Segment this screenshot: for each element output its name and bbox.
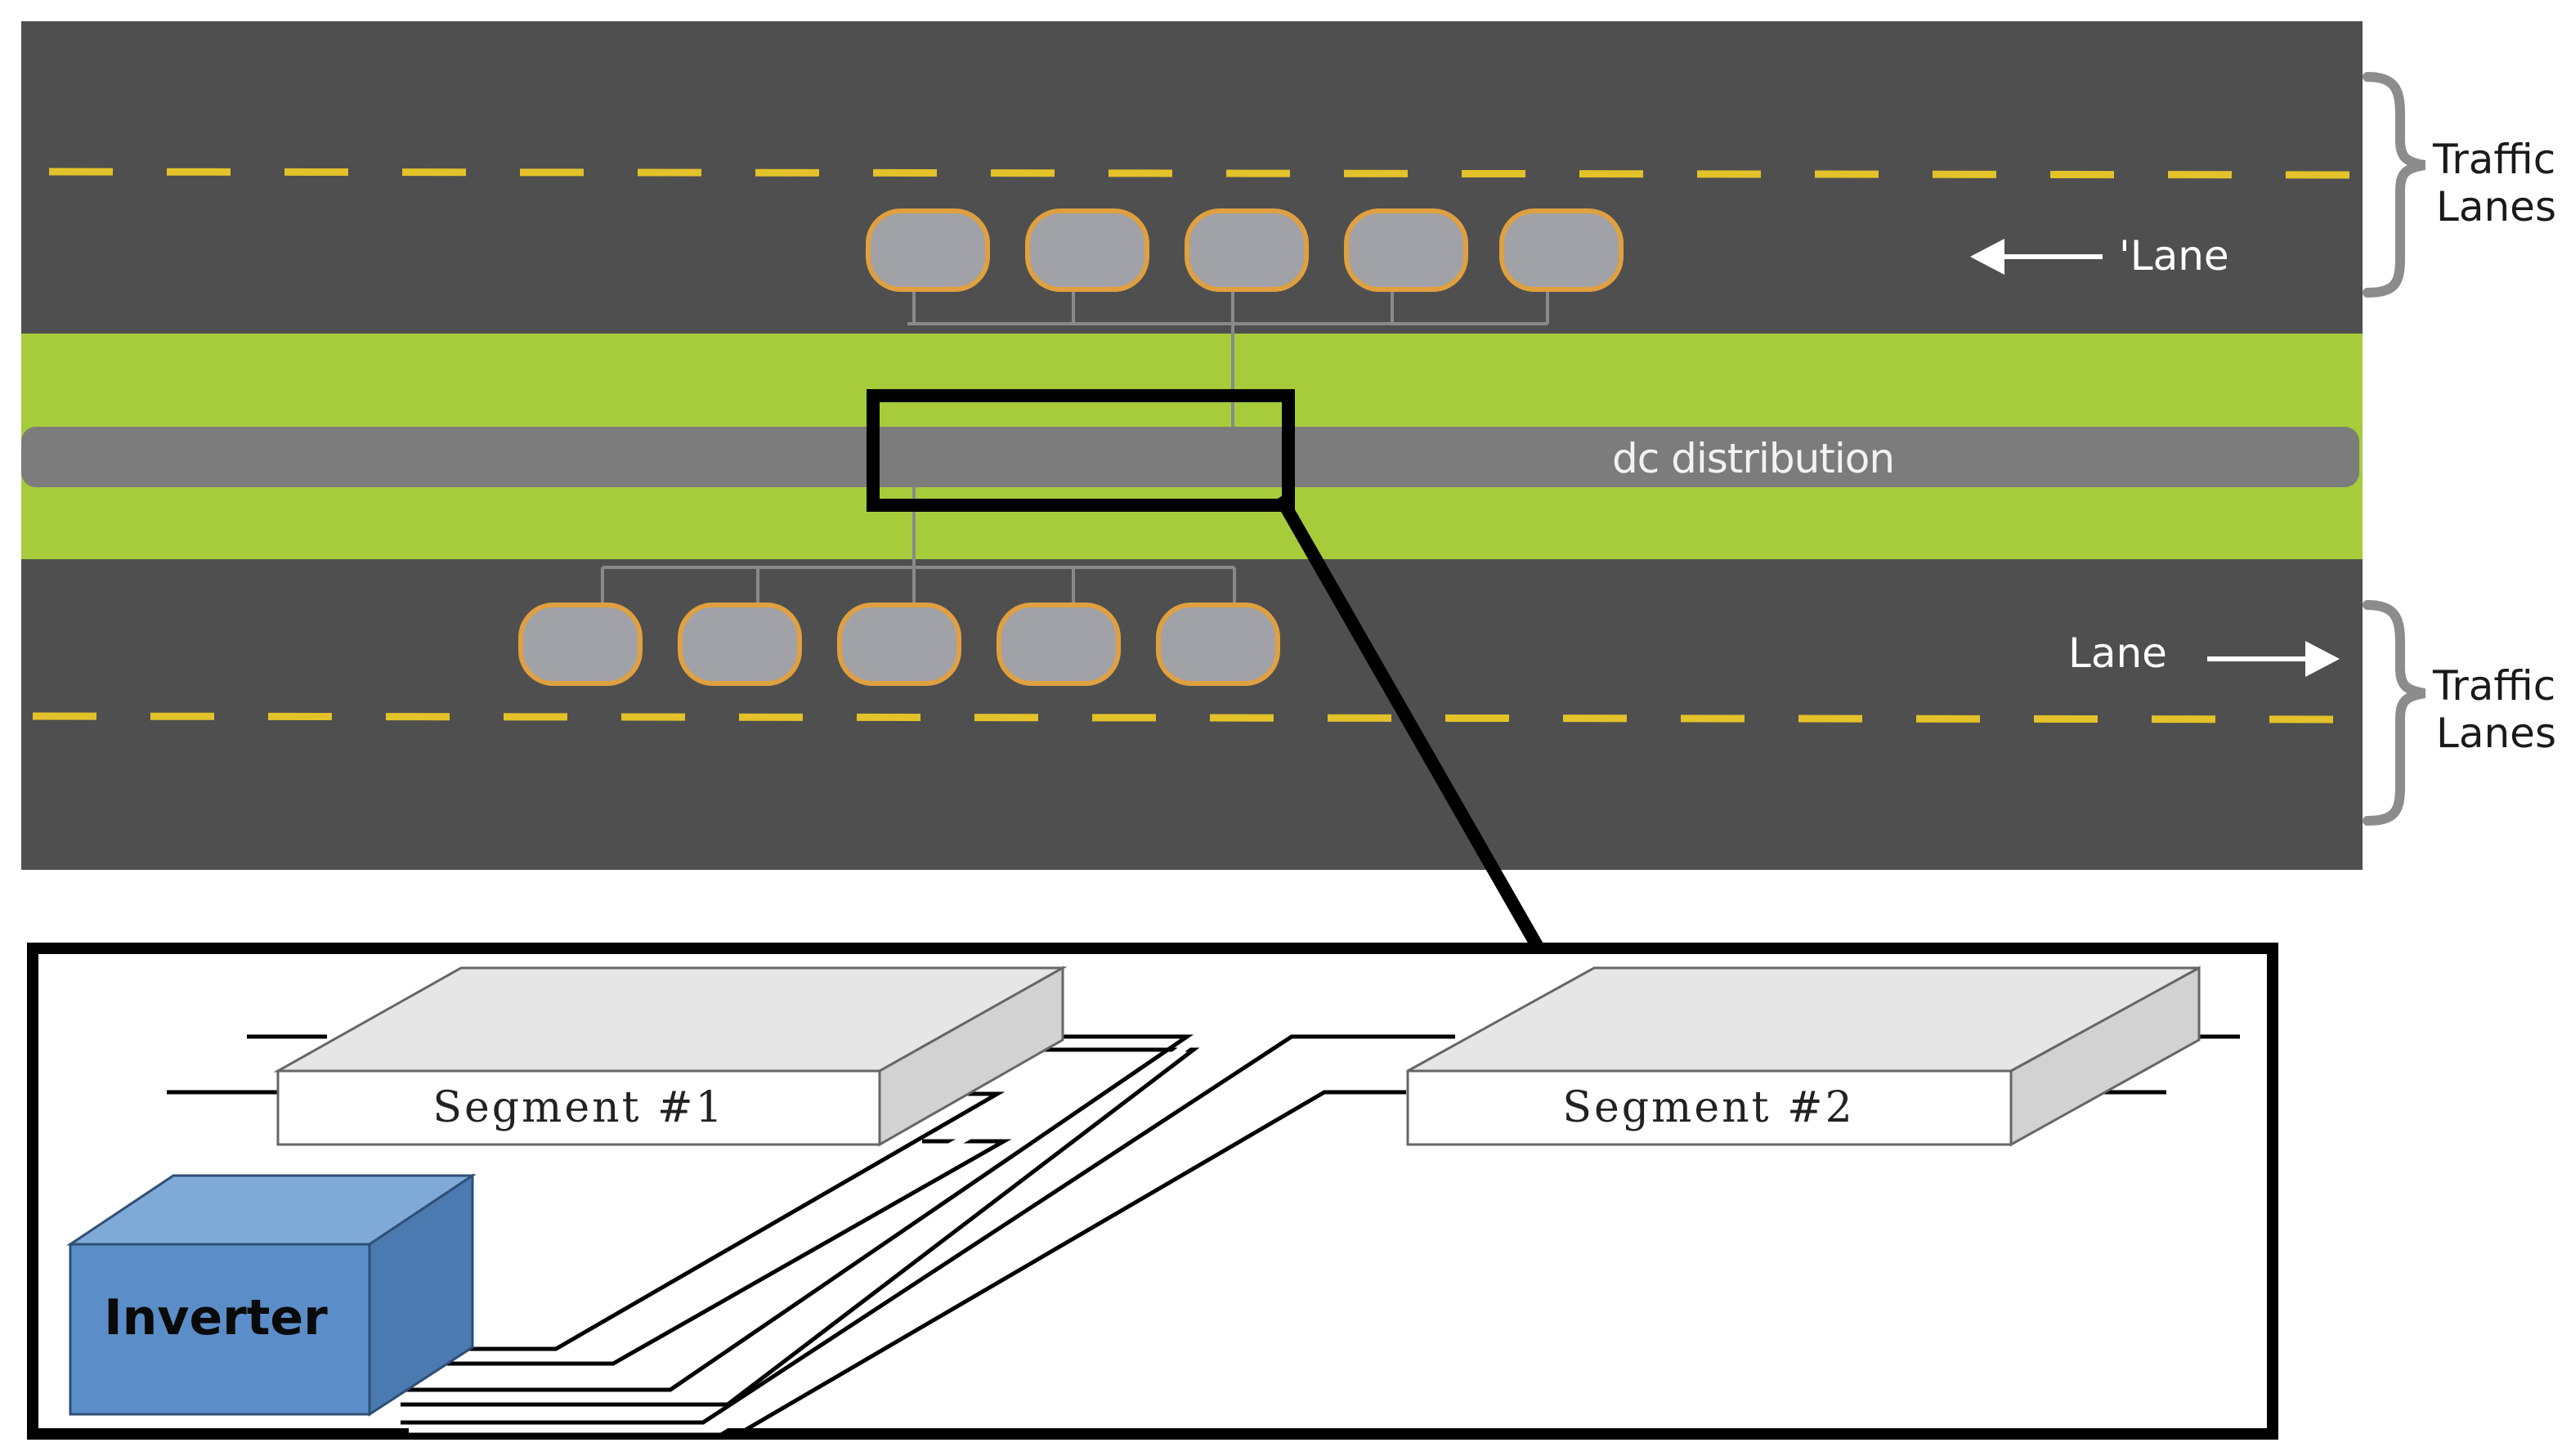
traffic-lanes-label-line2: Lanes (2436, 183, 2556, 231)
lower-traffic-brace: Traffic Lanes (2363, 600, 2556, 826)
lower-lane-label: Lane (2068, 629, 2167, 677)
traffic-lanes-label-line1: Traffic (2432, 662, 2555, 710)
lower-lane-direction: Lane (2068, 629, 2340, 677)
inverter-label: Inverter (104, 1289, 328, 1346)
segment-2-block: Segment #2 (1406, 965, 2201, 1147)
lower-lane-divider (32, 712, 2363, 724)
upper-lane-divider (48, 168, 2363, 179)
segment-1-label: Segment #1 (432, 1083, 724, 1132)
segment-1-block: Segment #1 (273, 965, 1068, 1147)
coil-pad (866, 208, 990, 292)
dc-distribution-label: dc distribution (1612, 435, 1894, 482)
zoom-callout-line (1274, 494, 1544, 952)
coil-pad (1499, 208, 1624, 292)
coil-pad (1185, 208, 1309, 292)
right-arrowhead-icon (2305, 641, 2340, 677)
dc-distribution-bus (21, 427, 2359, 487)
upper-coil-wiring (907, 290, 1549, 427)
upper-traffic-brace: Traffic Lanes (2363, 72, 2556, 298)
curly-brace-icon (2363, 72, 2426, 298)
coil-pad (518, 603, 643, 686)
inverter-front (69, 1243, 371, 1416)
lower-coils (518, 603, 1280, 686)
inverter-block: Inverter (66, 1173, 477, 1417)
traffic-lanes-label-line2: Lanes (2436, 710, 2556, 757)
upper-coils (866, 208, 1624, 292)
coil-pad (1344, 208, 1468, 292)
left-arrowhead-icon (1970, 239, 2004, 275)
upper-roadway (21, 21, 2363, 335)
coil-pad (1025, 208, 1149, 292)
segment-2-label: Segment #2 (1562, 1083, 1854, 1132)
coil-pad (997, 603, 1121, 686)
traffic-lanes-label-line1: Traffic (2432, 136, 2555, 183)
coil-pad (678, 603, 802, 686)
upper-lane-label: 'Lane (2119, 232, 2229, 280)
roadway: dc distribution (21, 21, 2363, 952)
zoom-highlight-box (867, 389, 1295, 512)
coil-pad (1156, 603, 1280, 686)
coil-pad (837, 603, 961, 686)
curly-brace-icon (2363, 600, 2426, 826)
segment-2-front (1406, 1069, 2013, 1146)
upper-lane-direction: 'Lane (1970, 232, 2229, 280)
segment-1-front (276, 1069, 881, 1146)
